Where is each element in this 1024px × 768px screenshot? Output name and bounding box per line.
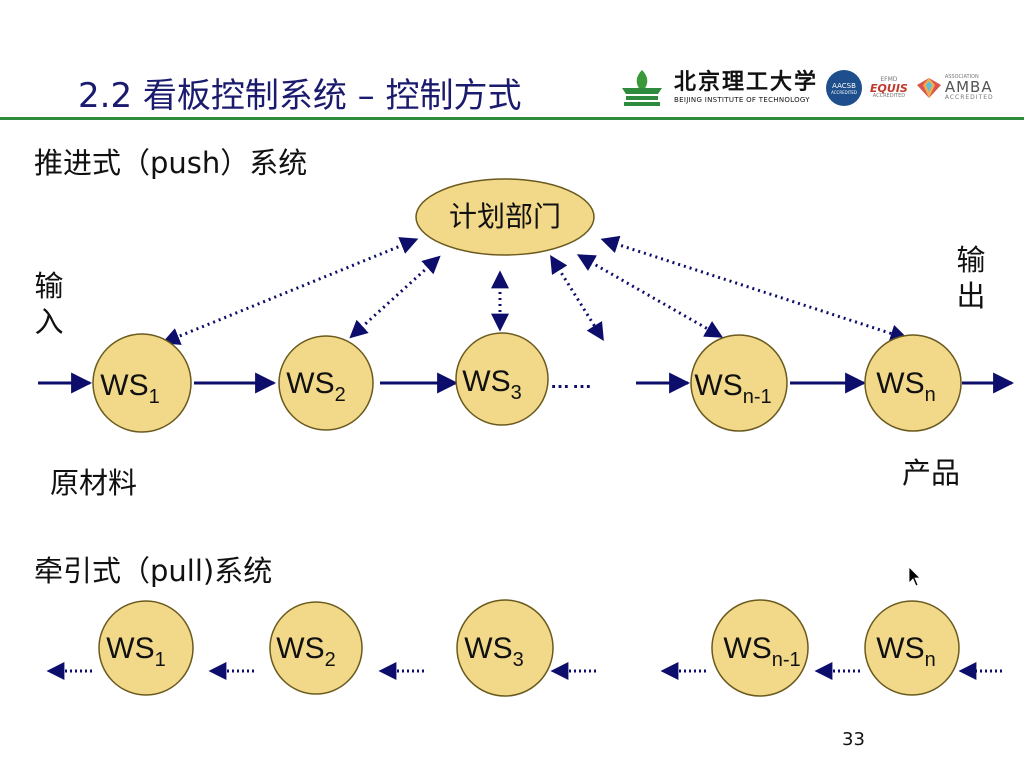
svg-text:WS2: WS2 [276, 632, 335, 671]
svg-text:WS1: WS1 [100, 369, 159, 408]
station-sub: n-1 [772, 649, 801, 671]
mouse-cursor-icon [908, 566, 921, 587]
svg-text:WS2: WS2 [286, 367, 345, 406]
info-arrow-gap [550, 254, 604, 342]
svg-text:WSn: WSn [876, 632, 935, 671]
station-base: WS [694, 369, 742, 402]
equis-top: EFMD [880, 76, 898, 83]
slide-title: 2.2 看板控制系统 – 控制方式 [78, 76, 522, 116]
output-label: 输出 [956, 243, 986, 313]
amba-main: AMBA [944, 78, 993, 96]
info-arrow-wsn-1 [576, 254, 724, 338]
product-label: 产品 [902, 456, 961, 490]
push-heading: 推进式（push）系统 [34, 146, 308, 180]
pull-station-n-1: WSn-1 [711, 599, 809, 697]
svg-text:WSn-1: WSn-1 [694, 369, 771, 408]
push-station-3: WS3 [455, 332, 549, 426]
station-base: WS [462, 365, 510, 398]
pull-heading: 牵引式（pull)系统 [34, 554, 273, 588]
station-sub: n [925, 384, 936, 406]
pull-station-3: WS3 [456, 599, 554, 697]
station-base: WS [723, 632, 771, 665]
input-label: 输入 [34, 269, 64, 339]
title-divider [0, 117, 1024, 120]
station-sub: 2 [325, 649, 336, 671]
svg-text:WS1: WS1 [106, 632, 165, 671]
station-sub: n-1 [743, 386, 772, 408]
station-sub: 3 [511, 382, 522, 404]
info-arrow-ws2 [349, 255, 441, 339]
push-ellipsis: …… [550, 371, 594, 393]
aacsb-badge: AACSB ACCREDITED [826, 70, 863, 106]
station-sub: n [925, 649, 936, 671]
svg-text:WSn-1: WSn-1 [723, 632, 800, 671]
amba-badge: ASSOCIATION AMBA ACCREDITED [916, 75, 994, 101]
bit-emblem-icon [622, 70, 662, 106]
aacsb-sub: ACCREDITED [831, 89, 857, 95]
push-station-n-1: WSn-1 [690, 334, 788, 432]
page-number: 33 [842, 729, 865, 750]
raw-material-label: 原材料 [50, 466, 138, 500]
equis-badge: EFMD EQUIS ACCREDITED [870, 77, 908, 99]
station-base: WS [100, 369, 148, 402]
amba-diamond-icon [916, 78, 941, 98]
aacsb-text: AACSB [832, 81, 856, 90]
push-station-1: WS1 [92, 333, 192, 433]
station-base: WS [106, 632, 154, 665]
push-station-2: WS2 [278, 335, 374, 431]
station-sub: 1 [149, 386, 160, 408]
info-arrow-wsn [600, 235, 909, 343]
bit-english-name: BEIJING INSTITUTE OF TECHNOLOGY [674, 96, 810, 104]
station-base: WS [464, 632, 512, 665]
amba-sub: ACCREDITED [944, 94, 994, 101]
station-base: WS [276, 632, 324, 665]
equis-main: EQUIS [870, 82, 908, 95]
pull-station-n: WSn [864, 600, 960, 696]
amba-top: ASSOCIATION [944, 74, 979, 80]
station-base: WS [286, 367, 334, 400]
station-sub: 3 [513, 649, 524, 671]
bit-logo-text: 北京理工大学 BEIJING INSTITUTE OF TECHNOLOGY [674, 72, 818, 104]
pull-station-2: WS2 [269, 601, 363, 695]
svg-text:WS3: WS3 [464, 632, 523, 671]
equis-sub: ACCREDITED [872, 93, 906, 99]
station-sub: 2 [335, 384, 346, 406]
station-base: WS [876, 632, 924, 665]
info-arrow-ws1 [161, 237, 419, 345]
info-flow-arrows [161, 235, 909, 345]
planning-dept-label: 计划部门 [449, 201, 561, 232]
bit-chinese-name: 北京理工大学 [674, 70, 819, 95]
pull-station-1: WS1 [98, 600, 194, 696]
svg-text:WS3: WS3 [462, 365, 521, 404]
planning-dept-node: 计划部门 [415, 178, 595, 256]
header-logos: 北京理工大学 BEIJING INSTITUTE OF TECHNOLOGY A… [618, 62, 994, 114]
station-sub: 1 [155, 649, 166, 671]
svg-text:WSn: WSn [876, 367, 935, 406]
push-station-n: WSn [864, 334, 962, 432]
station-base: WS [876, 367, 924, 400]
